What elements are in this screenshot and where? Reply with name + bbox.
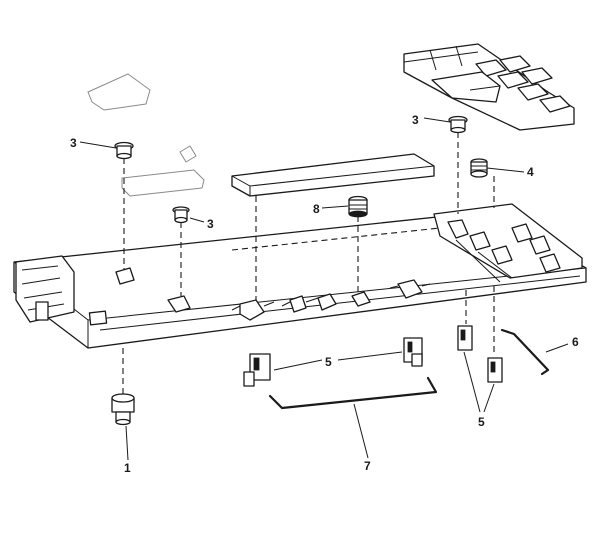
- callouts: 3 3 3 4 8 5 5 6 7 1: [70, 113, 579, 475]
- part-1-bushing: [111, 393, 135, 426]
- part-5-clip-b: [403, 337, 423, 367]
- right-mechanism-block: [433, 203, 583, 283]
- callout-3-left: 3: [70, 136, 77, 150]
- part-5-clip-a: [243, 353, 271, 387]
- callout-8: 8: [313, 202, 320, 216]
- part-3-grommet-b: [172, 206, 190, 224]
- part-4-spring: [470, 158, 488, 178]
- callout-7: 7: [364, 459, 371, 473]
- part-7-rod: [268, 376, 438, 410]
- leader-lines: [79, 117, 569, 461]
- part-3-grommet-c: [448, 115, 468, 134]
- key-cluster: [403, 43, 575, 131]
- callout-3-right: 3: [412, 113, 419, 127]
- part-6-rod: [500, 328, 550, 376]
- part-8-grommet: [348, 195, 368, 218]
- callout-1: 1: [124, 461, 131, 475]
- callout-6: 6: [572, 335, 579, 349]
- ghost-upper-left: [87, 73, 205, 197]
- part-5-clip-d: [487, 357, 503, 383]
- assembly-lines: [122, 132, 495, 396]
- base-plate: [13, 211, 587, 349]
- callout-5-center: 5: [325, 355, 332, 369]
- part-5-clip-c: [457, 325, 473, 351]
- callout-4: 4: [527, 165, 534, 179]
- callout-3-middle: 3: [207, 217, 214, 231]
- base-clips: [115, 267, 431, 321]
- center-bar: [231, 153, 435, 197]
- callout-5-right: 5: [478, 415, 485, 429]
- part-3-grommet-a: [114, 141, 134, 160]
